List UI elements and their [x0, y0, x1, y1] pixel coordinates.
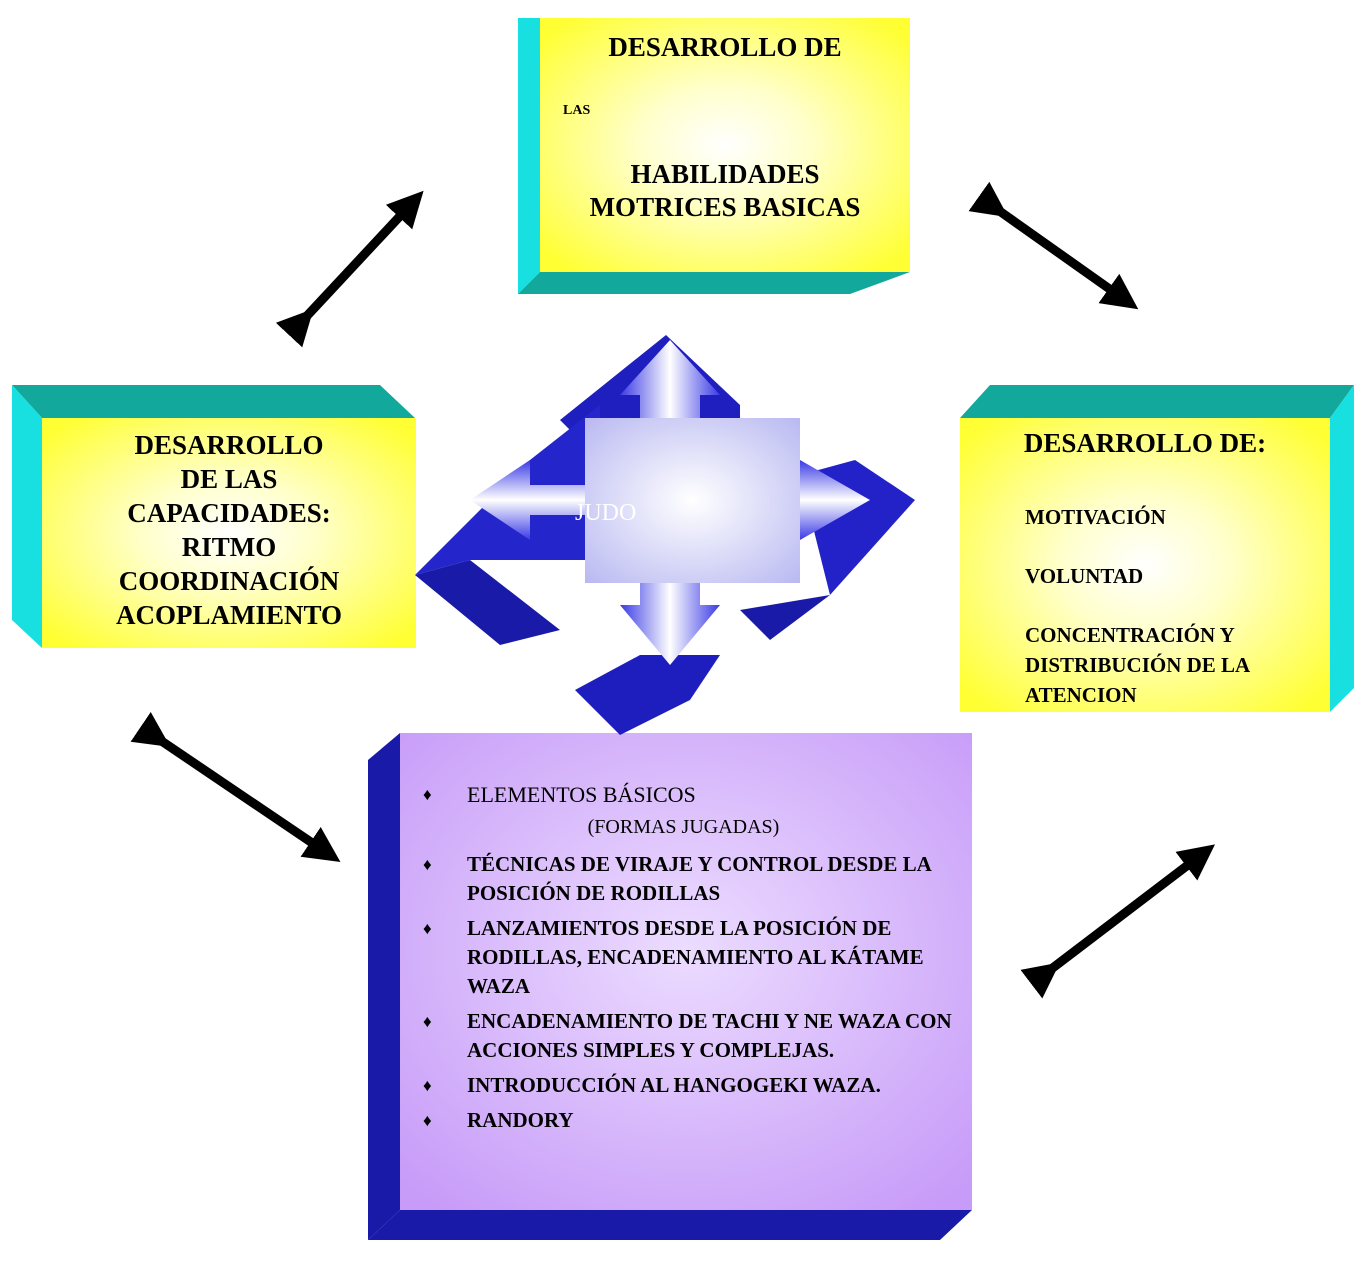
- list-item: ♦ INTRODUCCIÓN AL HANGOGEKI WAZA.: [420, 1071, 960, 1100]
- right-box-item: CONCENTRACIÓN Y: [1025, 623, 1235, 647]
- left-box-line: DE LAS: [180, 464, 278, 494]
- top-box-small: LAS: [563, 103, 591, 118]
- top-box-title: DESARROLLO DE: [608, 32, 842, 62]
- left-box: [12, 385, 416, 648]
- list-item: ♦ ELEMENTOS BÁSICOS (FORMAS JUGADAS): [420, 780, 960, 842]
- bottom-box-list: ♦ ELEMENTOS BÁSICOS (FORMAS JUGADAS) ♦ T…: [420, 780, 960, 1141]
- list-item-text: TÉCNICAS DE VIRAJE Y CONTROL DESDE LA PO…: [467, 852, 931, 905]
- left-box-line: DESARROLLO: [134, 430, 324, 460]
- right-box: [960, 385, 1354, 712]
- bottom-box: [368, 733, 972, 1240]
- list-item: ♦ TÉCNICAS DE VIRAJE Y CONTROL DESDE LA …: [420, 850, 960, 908]
- connector-arrows: [130, 181, 1216, 999]
- judo-label: JUDO: [575, 500, 637, 526]
- list-item-text: RANDORY: [467, 1108, 574, 1132]
- arrow-top-right: [968, 181, 1139, 310]
- diamond-bullet-icon: ♦: [423, 855, 432, 874]
- top-box-line: MOTRICES BASICAS: [589, 192, 861, 222]
- list-item-text: ENCADENAMIENTO DE TACHI Y NE WAZA CON AC…: [467, 1009, 952, 1062]
- diamond-bullet-icon: ♦: [423, 1076, 432, 1095]
- left-box-line: ACOPLAMIENTO: [115, 600, 343, 630]
- list-item-text: INTRODUCCIÓN AL HANGOGEKI WAZA.: [467, 1073, 881, 1097]
- right-box-item: MOTIVACIÓN: [1025, 505, 1166, 529]
- right-box-item: VOLUNTAD: [1025, 564, 1144, 588]
- right-box-item: DISTRIBUCIÓN DE LA: [1025, 653, 1251, 677]
- list-item: ♦ ENCADENAMIENTO DE TACHI Y NE WAZA CON …: [420, 1007, 960, 1065]
- arrow-top-left: [275, 190, 424, 348]
- left-box-line: RITMO: [181, 532, 277, 562]
- top-box-main: HABILIDADES MOTRICES BASICAS: [540, 158, 910, 224]
- diamond-bullet-icon: ♦: [423, 919, 432, 938]
- judo-cross: [415, 335, 915, 735]
- list-item-subtitle: (FORMAS JUGADAS): [587, 816, 780, 838]
- arrow-bottom-right: [1020, 844, 1216, 999]
- list-item-text: ELEMENTOS BÁSICOS: [467, 782, 696, 807]
- diamond-bullet-icon: ♦: [423, 1111, 432, 1130]
- left-box-line: COORDINACIÓN: [118, 566, 340, 596]
- right-box-item: ATENCION: [1025, 683, 1137, 707]
- list-item: ♦ LANZAMIENTOS DESDE LA POSICIÓN DE RODI…: [420, 914, 960, 1001]
- top-box-line: HABILIDADES: [630, 159, 820, 189]
- left-box-text: DESARROLLO DE LAS CAPACIDADES: RITMO COO…: [42, 428, 416, 632]
- diamond-bullet-icon: ♦: [423, 1012, 432, 1031]
- arrow-bottom-left: [130, 711, 341, 863]
- list-item: ♦ RANDORY: [420, 1106, 960, 1135]
- diamond-bullet-icon: ♦: [423, 785, 432, 804]
- top-box: [518, 18, 910, 294]
- left-box-line: CAPACIDADES:: [127, 498, 331, 528]
- right-box-title: DESARROLLO DE:: [1023, 428, 1267, 458]
- list-item-text: LANZAMIENTOS DESDE LA POSICIÓN DE RODILL…: [467, 916, 924, 998]
